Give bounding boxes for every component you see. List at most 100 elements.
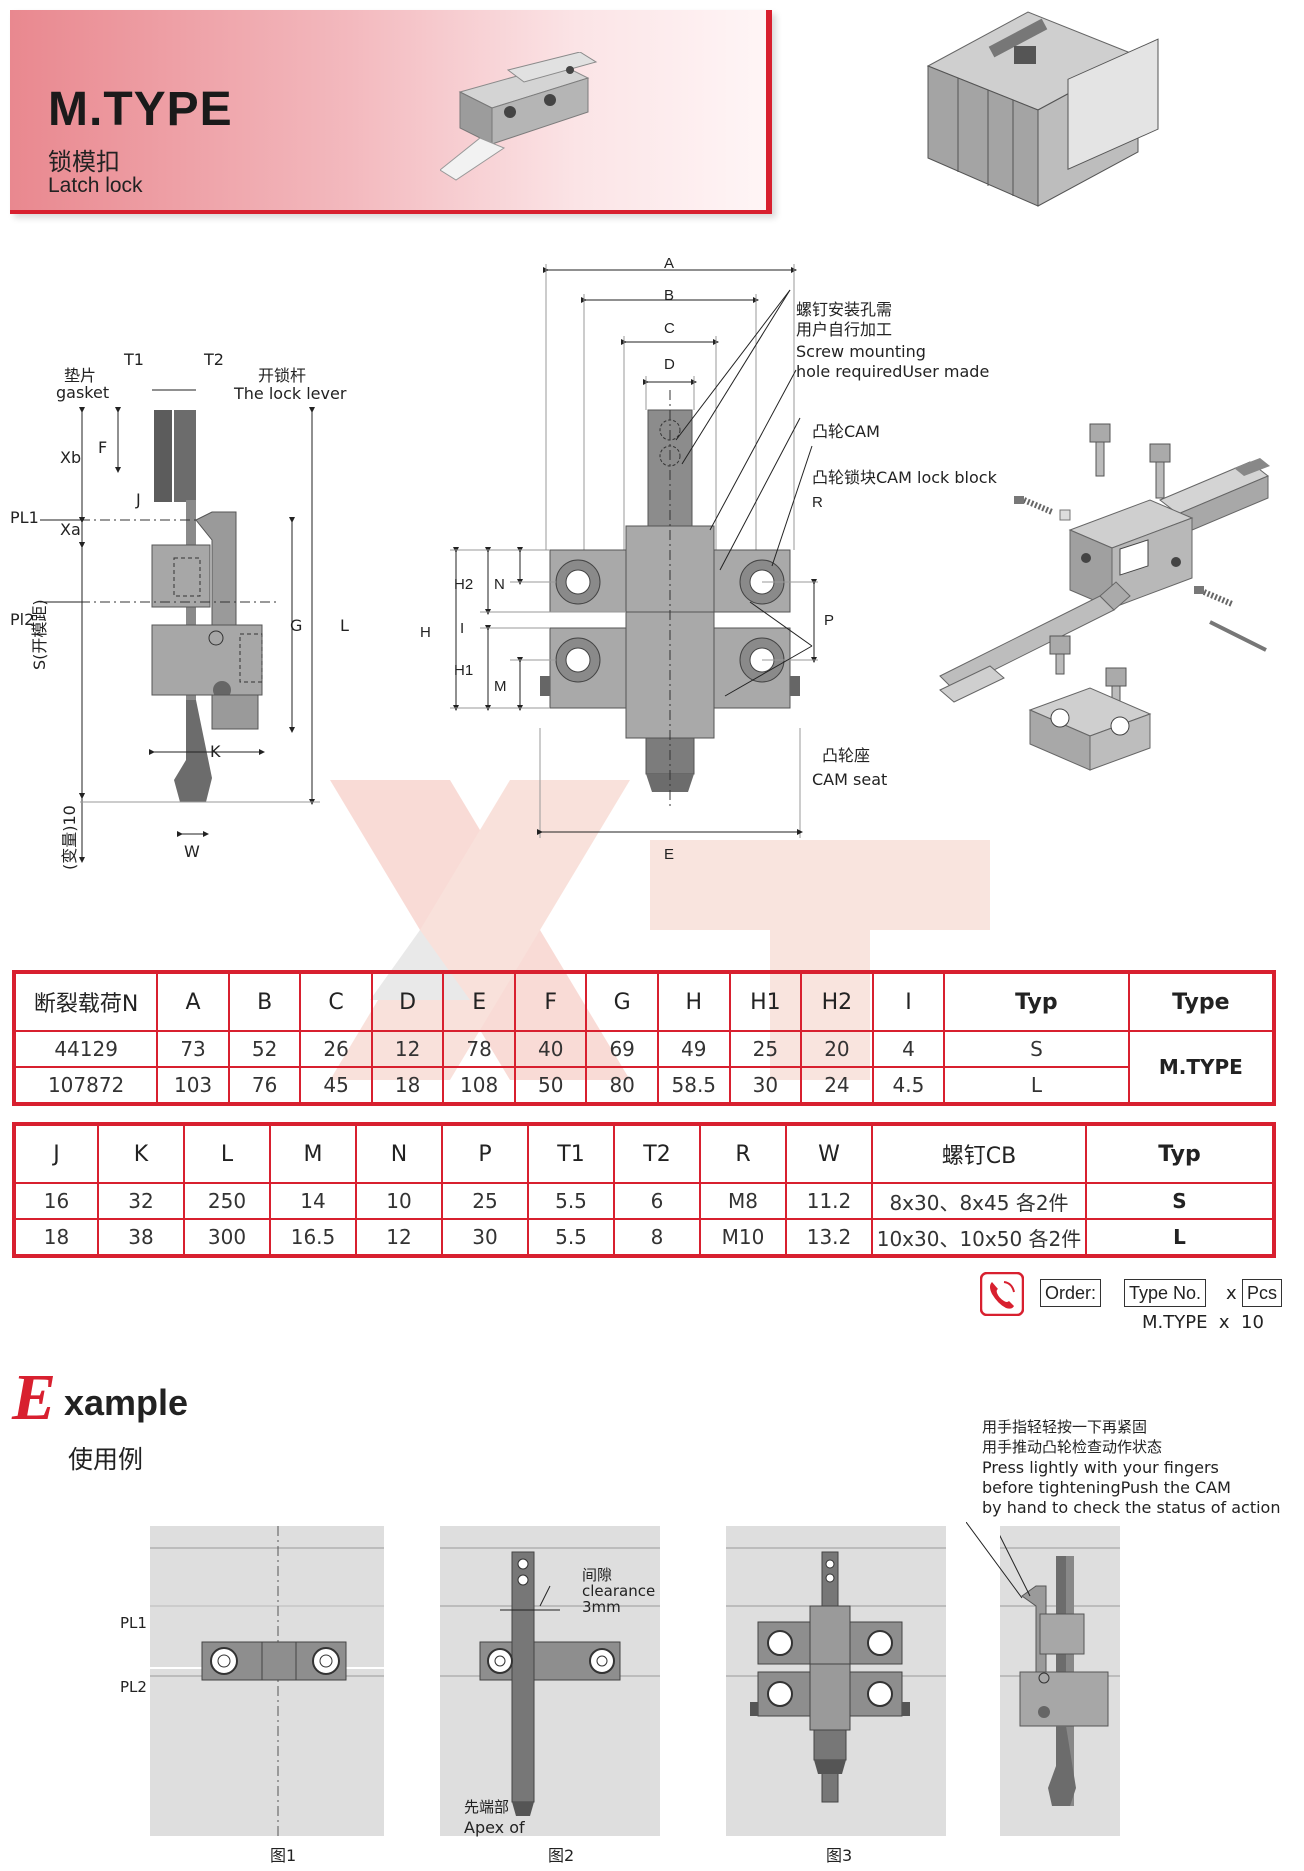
- table-cell: 52: [227, 1030, 302, 1068]
- t2-col-j: J: [13, 1123, 99, 1184]
- label-screw-en1: Screw mounting: [796, 342, 926, 361]
- table-cell: 11.2: [785, 1182, 873, 1220]
- type-value-cell: M.TYPE: [1127, 1030, 1276, 1105]
- table-cell: 32: [97, 1182, 185, 1220]
- label-pl2: Pl2: [10, 610, 35, 629]
- label-gasket-en: gasket: [56, 383, 110, 402]
- table-cell: 58.5: [656, 1066, 731, 1105]
- table-cell: 26: [299, 1030, 373, 1068]
- label-gasket-cn: 垫片: [64, 366, 97, 385]
- table-cell: 5.5: [527, 1182, 615, 1220]
- table-cell: 108: [442, 1066, 516, 1105]
- t2-col-t1: T1: [527, 1123, 615, 1184]
- table-cell: 40: [513, 1030, 588, 1068]
- order-example: M.TYPE x 10: [1142, 1312, 1264, 1333]
- side-view-drawing: [40, 389, 320, 863]
- table-cell: 300: [183, 1218, 271, 1257]
- order-type-no: Type No.: [1124, 1279, 1207, 1307]
- t1-col-h: H: [656, 971, 731, 1032]
- label-a: A: [664, 255, 675, 272]
- table1-header-row: 断裂载荷N A B C D E F G H H1 H2 I Typ Type: [12, 971, 1276, 1032]
- example-title-initial: E: [12, 1361, 57, 1434]
- t2-col-k: K: [97, 1123, 185, 1184]
- fig1-pl2: PL2: [120, 1678, 147, 1696]
- fig2-gap-cn: 间隙: [582, 1566, 613, 1584]
- mold-render: [926, 11, 1159, 207]
- label-k: K: [210, 742, 221, 761]
- fig3-caption: 图3: [826, 1846, 853, 1865]
- table-cell: 12: [370, 1030, 445, 1068]
- table-row: 44129 73 52 26 12 78 40 69 49 25 20 4 S …: [12, 1030, 1276, 1105]
- label-xb: Xb: [60, 448, 82, 467]
- front-view-drawing: [450, 264, 818, 838]
- table-cell: 16.5: [269, 1218, 357, 1257]
- t2-col-w: W: [785, 1123, 873, 1184]
- label-xa: Xa: [60, 520, 81, 539]
- note-en2: before tighteningPush the CAM: [982, 1478, 1231, 1497]
- label-d: D: [664, 356, 675, 373]
- spec-table-1: 断裂载荷N A B C D E F G H H1 H2 I Typ Type 4…: [12, 970, 1276, 1106]
- label-t1: T1: [124, 350, 144, 369]
- product-photo: [440, 52, 598, 181]
- example-title-cn: 使用例: [68, 1445, 144, 1474]
- table-cell: S: [1085, 1182, 1275, 1220]
- table-cell: 20: [800, 1030, 874, 1068]
- table-cell: 76: [227, 1066, 302, 1105]
- label-cam: 凸轮CAM: [812, 422, 880, 441]
- table-cell: 13.2: [785, 1218, 873, 1257]
- t1-col-b: B: [227, 971, 302, 1032]
- t2-col-screw: 螺钉CB: [871, 1123, 1087, 1184]
- label-m: M: [494, 678, 507, 695]
- t1-col-typ: Typ: [943, 971, 1130, 1032]
- figure-3: [726, 1526, 946, 1836]
- t1-col-h2: H2: [800, 971, 874, 1032]
- table-cell: 18: [13, 1218, 99, 1257]
- t1-col-i: I: [871, 971, 946, 1032]
- table-cell: 18: [370, 1066, 445, 1105]
- subtitle-cn: 锁模扣: [48, 148, 120, 176]
- table-cell: 80: [585, 1066, 659, 1105]
- label-cam-seat-en: CAM seat: [812, 770, 888, 789]
- t1-col-c: C: [299, 971, 373, 1032]
- table-cell: 12: [355, 1218, 443, 1257]
- t1-col-a: A: [156, 971, 230, 1032]
- t2-col-m: M: [269, 1123, 357, 1184]
- label-cam-seat-cn: 凸轮座: [822, 746, 871, 765]
- table-cell: L: [943, 1066, 1130, 1105]
- example-title: xample: [64, 1382, 189, 1423]
- fig1-pl1: PL1: [120, 1614, 147, 1632]
- label-n: N: [494, 576, 505, 593]
- note-cn1: 用手指轻轻按一下再紧固: [982, 1418, 1148, 1436]
- label-screw-cn2: 用户自行加工: [796, 320, 893, 339]
- table-cell: 8: [613, 1218, 701, 1257]
- t1-col-d: D: [370, 971, 445, 1032]
- table-cell: 25: [441, 1182, 529, 1220]
- t1-col-type: Type: [1127, 971, 1276, 1032]
- table-cell: 73: [156, 1030, 230, 1068]
- table-cell: 4: [871, 1030, 946, 1068]
- table-cell: M10: [699, 1218, 787, 1257]
- table-cell: 78: [442, 1030, 516, 1068]
- label-lever-en: The lock lever: [234, 384, 347, 403]
- table-cell: 5.5: [527, 1218, 615, 1257]
- table-cell: 6: [613, 1182, 701, 1220]
- fig1-caption: 图1: [270, 1846, 297, 1865]
- note-cn2: 用手推动凸轮检查动作状态: [982, 1438, 1163, 1456]
- label-var: (变量)10: [60, 805, 79, 870]
- t2-col-p: P: [441, 1123, 529, 1184]
- label-t2: T2: [204, 350, 224, 369]
- table-cell: 44129: [12, 1030, 159, 1068]
- table-cell: 30: [441, 1218, 529, 1257]
- subtitle-en: Latch lock: [48, 174, 143, 197]
- t2-col-r: R: [699, 1123, 787, 1184]
- t1-col-e: E: [442, 971, 516, 1032]
- table-cell: 250: [183, 1182, 271, 1220]
- page-title: M.TYPE: [48, 83, 233, 136]
- table-cell: 10x30、10x50 各2件: [871, 1218, 1087, 1257]
- t1-col-f: F: [513, 971, 588, 1032]
- table-cell: 30: [728, 1066, 803, 1105]
- t1-col-load: 断裂载荷N: [12, 971, 159, 1032]
- order-label: Order:: [1040, 1279, 1102, 1307]
- table2-header-row: J K L M N P T1 T2 R W 螺钉CB Typ: [13, 1123, 1275, 1184]
- t1-col-g: G: [585, 971, 659, 1032]
